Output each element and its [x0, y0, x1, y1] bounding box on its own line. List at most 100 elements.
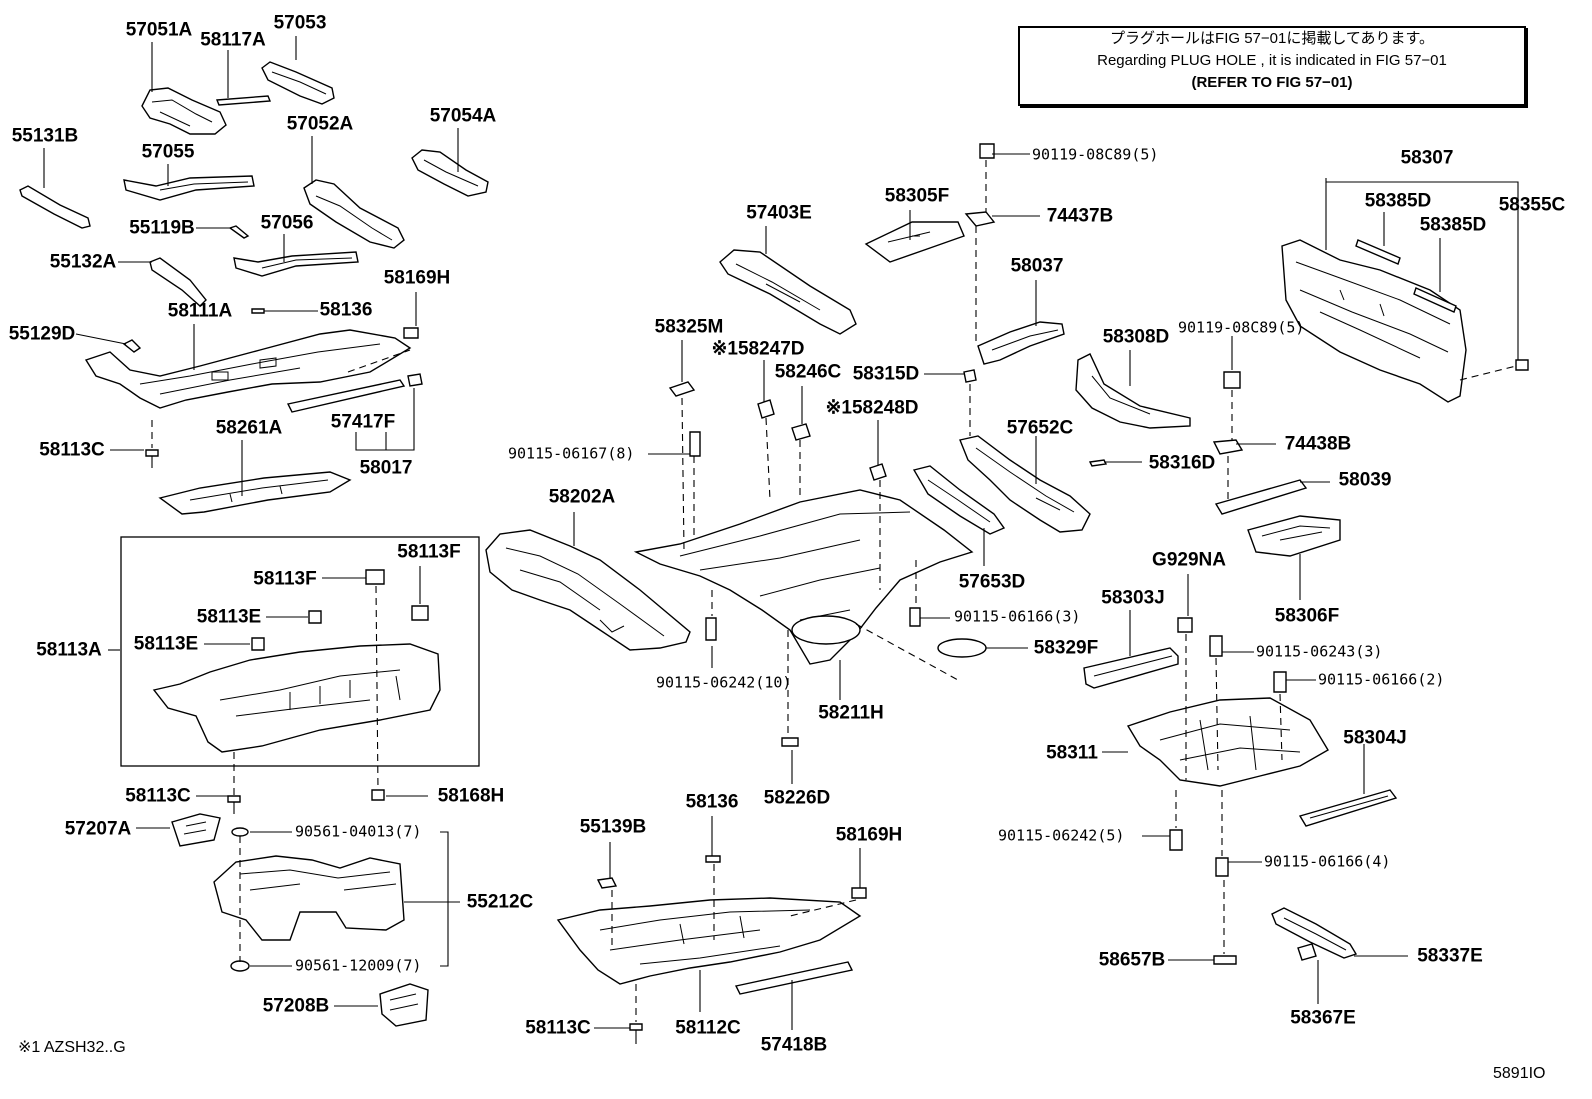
- label-58112C[interactable]: 58112C: [675, 1017, 741, 1039]
- label-58308D[interactable]: 58308D: [1102, 326, 1170, 348]
- label-58113F-a[interactable]: 58113F: [253, 568, 317, 590]
- label-57055[interactable]: 57055: [141, 141, 195, 163]
- label-58304J[interactable]: 58304J: [1343, 727, 1407, 749]
- part-57056: [233, 251, 359, 277]
- label-55129D[interactable]: 55129D: [8, 323, 76, 345]
- fastener-label-90115-06242-b[interactable]: 90115-06242(5): [998, 826, 1125, 845]
- fastener-label-90115-06166-b[interactable]: 90115-06166(2): [1318, 670, 1445, 689]
- label-55131B[interactable]: 55131B: [11, 125, 79, 147]
- part-57653D: [912, 465, 1006, 535]
- part-58307-panel: [1281, 239, 1467, 403]
- label-58247D[interactable]: ※158247D: [711, 338, 805, 360]
- label-57054A[interactable]: 57054A: [429, 105, 497, 127]
- fastener-label-90115-06166-a[interactable]: 90115-06166(3): [954, 607, 1081, 626]
- label-57653D[interactable]: 57653D: [958, 571, 1026, 593]
- label-58303J[interactable]: 58303J: [1101, 587, 1165, 609]
- label-57056[interactable]: 57056: [260, 212, 314, 234]
- part-58308D: [1075, 353, 1191, 429]
- label-58169H-a[interactable]: 58169H: [383, 267, 451, 289]
- label-74438B[interactable]: 74438B: [1284, 433, 1352, 455]
- label-58315D[interactable]: 58315D: [852, 363, 920, 385]
- part-58385D-a: [1355, 239, 1401, 265]
- bolt-90115-06242-b: [1169, 829, 1183, 851]
- label-58307[interactable]: 58307: [1400, 147, 1454, 169]
- nut-G929NA: [1177, 617, 1193, 633]
- part-57403E: [719, 249, 857, 335]
- part-58325M: [668, 381, 696, 397]
- label-74437B[interactable]: 74437B: [1046, 205, 1114, 227]
- label-58316D[interactable]: 58316D: [1148, 452, 1216, 474]
- fastener-label-90119-08C89-b[interactable]: 90119-08C89(5): [1178, 318, 1305, 337]
- label-58248D[interactable]: ※158248D: [825, 397, 919, 419]
- bolt-58113C-c: [629, 1023, 643, 1044]
- label-58113C-a[interactable]: 58113C: [39, 439, 105, 461]
- label-58246C[interactable]: 58246C: [774, 361, 842, 383]
- part-55139B: [596, 877, 618, 889]
- part-58657B: [1213, 955, 1237, 965]
- label-58039[interactable]: 58039: [1338, 469, 1392, 491]
- label-58136-a[interactable]: 58136: [319, 299, 373, 321]
- part-74438B: [1212, 439, 1244, 455]
- label-57418B[interactable]: 57418B: [760, 1034, 828, 1056]
- label-58037[interactable]: 58037: [1010, 255, 1064, 277]
- fastener-label-90115-06166-c[interactable]: 90115-06166(4): [1264, 852, 1391, 871]
- fastener-label-90115-06167[interactable]: 90115-06167(8): [508, 444, 635, 463]
- figure-id: 5891IO: [1493, 1065, 1546, 1082]
- label-58113E-a[interactable]: 58113E: [196, 606, 262, 628]
- fastener-label-90561-12009[interactable]: 90561-12009(7): [295, 956, 422, 975]
- fastener-label-90119-08C89-a[interactable]: 90119-08C89(5): [1032, 145, 1159, 164]
- label-58169H-b[interactable]: 58169H: [835, 824, 903, 846]
- part-58136-a: [251, 308, 265, 314]
- label-58355C[interactable]: 58355C: [1498, 194, 1566, 216]
- label-57417F[interactable]: 57417F: [330, 411, 396, 433]
- label-55132A[interactable]: 55132A: [49, 251, 117, 273]
- part-57652C: [959, 435, 1091, 533]
- label-57053[interactable]: 57053: [273, 12, 327, 34]
- label-55139B[interactable]: 55139B: [579, 816, 647, 838]
- label-57403E[interactable]: 57403E: [746, 202, 812, 224]
- label-58261A[interactable]: 58261A: [215, 417, 283, 439]
- label-58168H[interactable]: 58168H: [437, 785, 505, 807]
- fastener-label-90115-06242-a[interactable]: 90115-06242(10): [656, 673, 792, 692]
- label-58113A[interactable]: 58113A: [36, 639, 102, 661]
- fastener-label-90561-04013[interactable]: 90561-04013(7): [295, 822, 422, 841]
- label-58211H[interactable]: 58211H: [818, 702, 884, 724]
- fastener-label-90115-06243[interactable]: 90115-06243(3): [1256, 642, 1383, 661]
- label-57052A[interactable]: 57052A: [286, 113, 354, 135]
- part-57052A: [303, 179, 405, 249]
- label-58017[interactable]: 58017: [359, 457, 413, 479]
- bolt-90115-06166-c: [909, 607, 921, 627]
- label-58113C-c[interactable]: 58113C: [525, 1017, 591, 1039]
- label-58329F[interactable]: 58329F: [1033, 637, 1099, 659]
- label-57207A[interactable]: 57207A: [64, 818, 132, 840]
- label-58226D[interactable]: 58226D: [763, 787, 831, 809]
- label-58117A[interactable]: 58117A: [200, 29, 266, 51]
- bolt-58113C-b: [227, 795, 241, 814]
- label-58311[interactable]: 58311: [1046, 742, 1098, 764]
- label-58657B[interactable]: 58657B: [1098, 949, 1166, 971]
- label-58367E[interactable]: 58367E: [1290, 1007, 1356, 1029]
- label-58113E-b[interactable]: 58113E: [133, 633, 199, 655]
- label-55119B[interactable]: 55119B: [129, 217, 195, 239]
- label-58202A[interactable]: 58202A: [548, 486, 616, 508]
- bolt-90119-08C89-a: [979, 143, 995, 159]
- label-57051A[interactable]: 57051A: [125, 19, 193, 41]
- label-58111A[interactable]: 58111A: [167, 300, 233, 322]
- label-58306F[interactable]: 58306F: [1274, 605, 1340, 627]
- label-57652C[interactable]: 57652C: [1006, 417, 1074, 439]
- label-58113C-b[interactable]: 58113C: [125, 785, 191, 807]
- label-58113F-b[interactable]: 58113F: [397, 541, 461, 563]
- label-G929NA[interactable]: G929NA: [1152, 549, 1226, 571]
- label-55212C[interactable]: 55212C: [466, 891, 534, 913]
- label-58305F[interactable]: 58305F: [884, 185, 950, 207]
- label-58136-b[interactable]: 58136: [685, 791, 739, 813]
- label-58385D-a[interactable]: 58385D: [1364, 190, 1432, 212]
- part-58261A: [158, 471, 352, 515]
- label-58385D-b[interactable]: 58385D: [1419, 214, 1487, 236]
- label-58337E[interactable]: 58337E: [1417, 945, 1483, 967]
- part-58037: [977, 321, 1065, 365]
- label-57208B[interactable]: 57208B: [262, 995, 330, 1017]
- label-58325M[interactable]: 58325M: [654, 316, 724, 338]
- bolt-90115-06167: [689, 431, 701, 457]
- part-58039: [1214, 479, 1308, 515]
